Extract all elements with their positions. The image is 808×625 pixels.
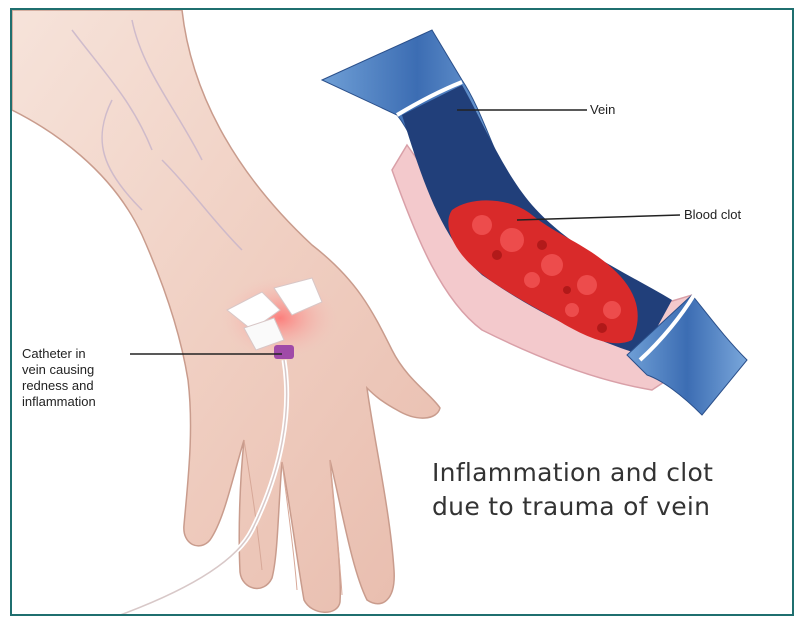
illustration-frame: Vein Blood clot Catheter in vein causing…	[10, 8, 794, 616]
label-vein: Vein	[590, 102, 615, 118]
label-blood-clot: Blood clot	[684, 207, 741, 223]
caption-line-2: due to trauma of vein	[432, 490, 713, 524]
catheter-hub	[274, 345, 294, 359]
caption-line-1: Inflammation and clot	[432, 456, 713, 490]
diagram-caption: Inflammation and clot due to trauma of v…	[432, 456, 713, 524]
illustration-canvas	[12, 10, 794, 616]
label-catheter-line-1: Catheter in	[22, 346, 96, 362]
label-catheter: Catheter in vein causing redness and inf…	[22, 346, 96, 410]
label-catheter-line-3: redness and	[22, 378, 96, 394]
label-catheter-line-4: inflammation	[22, 394, 96, 410]
label-catheter-line-2: vein causing	[22, 362, 96, 378]
